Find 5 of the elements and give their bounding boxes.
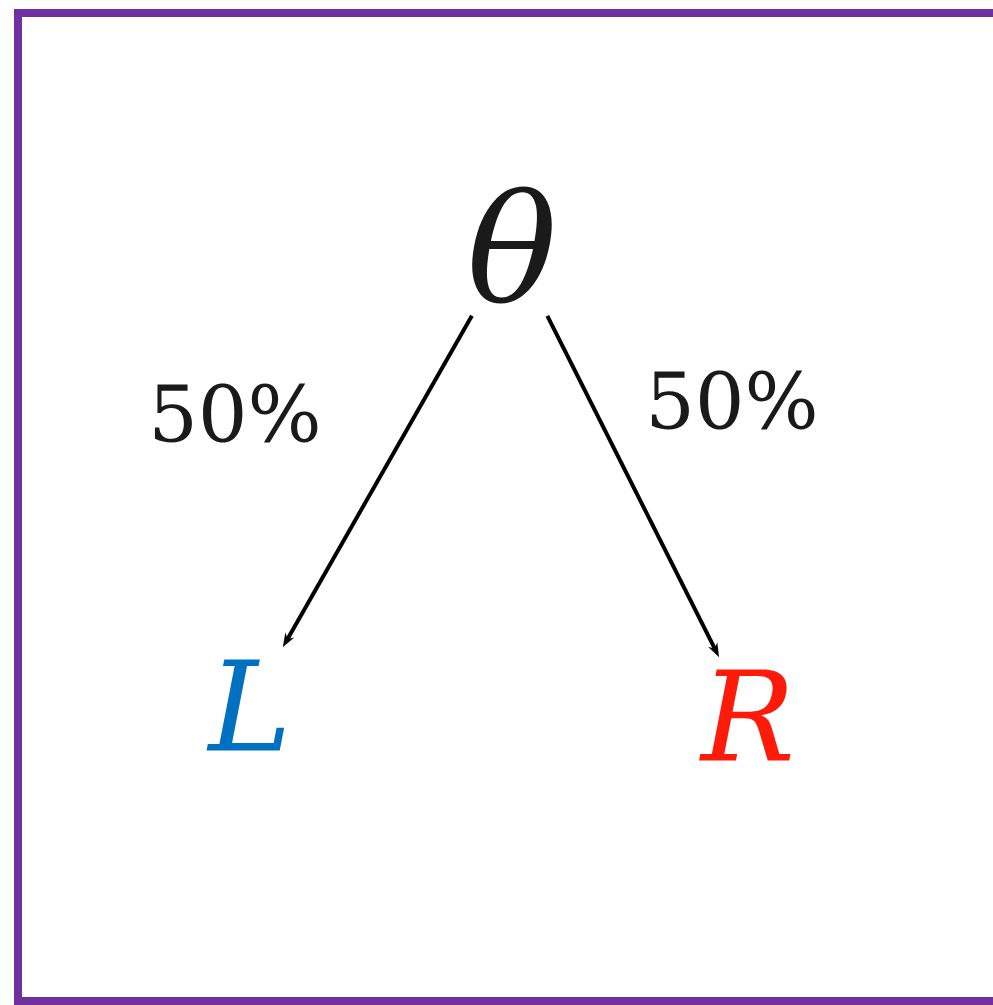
math-symbol: L xyxy=(206,659,285,751)
math-symbol: R xyxy=(699,669,791,761)
math-symbol: θ xyxy=(472,186,552,304)
edge-label: 50% xyxy=(146,381,324,445)
edge-label: 50% xyxy=(643,368,821,432)
